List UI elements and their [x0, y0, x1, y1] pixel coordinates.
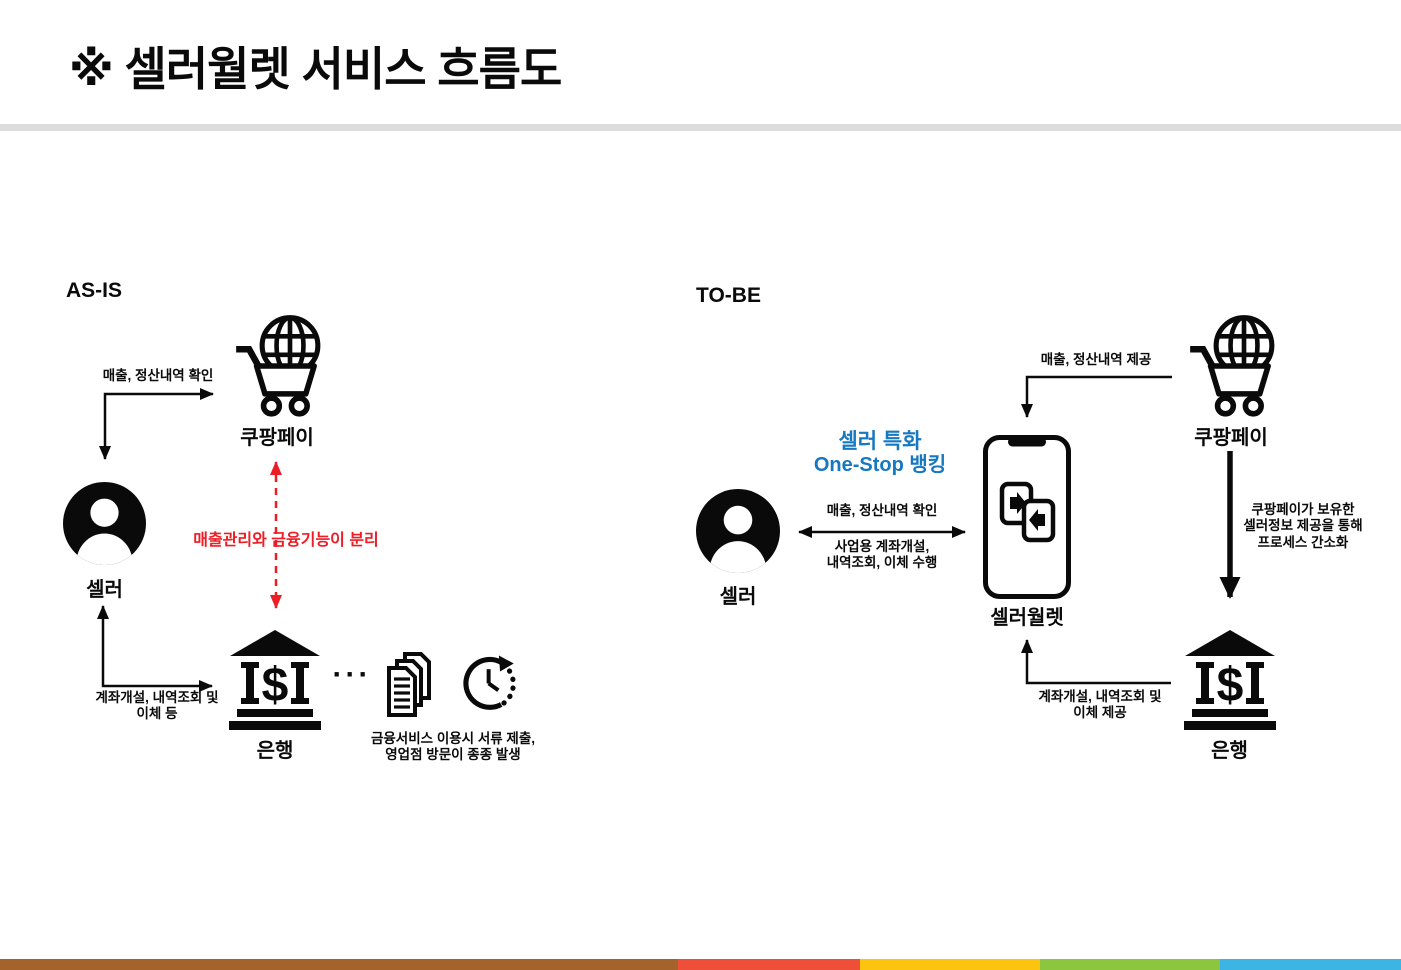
arrow-tobe-bank-wallet: [1021, 639, 1171, 685]
tobe-bank-label: 은행: [1211, 740, 1248, 762]
sellerwallet-phone-icon: [983, 435, 1071, 599]
tobe-coupangpay-label: 쿠팡페이: [1194, 427, 1268, 449]
tobe-process-note: 쿠팡페이가 보유한 셀러정보 제공을 통해 프로세스 간소화: [1243, 502, 1363, 550]
tobe-seller-person-icon: [696, 489, 780, 573]
asis-coupangpay-label: 쿠팡페이: [240, 427, 314, 449]
tobe-sales-provide-label: 매출, 정산내역 제공: [1040, 352, 1152, 367]
tobe-bank-provide-label: 계좌개설, 내역조회 및 이체 제공: [1038, 689, 1162, 721]
asis-bank-icon: $: [229, 630, 321, 730]
asis-bank-dollar-glyph: $: [262, 659, 289, 712]
arrow-asis-seller-coupangpay: [99, 388, 214, 460]
tobe-bank-dollar-glyph: $: [1217, 659, 1244, 712]
clock-icon: [463, 655, 516, 710]
asis-branch-caption: 금융서비스 이용시 서류 제출, 영업점 방문이 종종 발생: [370, 731, 536, 763]
asis-sales-check-label: 매출, 정산내역 확인: [102, 368, 214, 383]
tobe-seller-wallet-top-label: 매출, 정산내역 확인: [826, 503, 938, 518]
stripe-segment-green: [1040, 959, 1220, 970]
sellerwallet-label: 셀러월렛: [990, 607, 1064, 629]
arrow-tobe-coupangpay-wallet: [1021, 375, 1172, 418]
coupangpay-cart-globe-icon: [236, 315, 321, 417]
stripe-segment-blue: [1220, 959, 1401, 970]
documents-icon: [387, 652, 431, 717]
doc-transfer-icon: [999, 481, 1056, 543]
tobe-seller-wallet-bottom-label: 사업용 계좌개설, 내역조회, 이체 수행: [826, 539, 938, 571]
tobe-bank-icon: $: [1184, 630, 1276, 730]
phone-notch: [1008, 437, 1046, 447]
page-title: ※ 셀러월렛 서비스 흐름도: [69, 43, 562, 95]
asis-account-label: 계좌개설, 내역조회 및 이체 등: [95, 690, 219, 722]
asis-ellipsis: ···: [332, 658, 372, 691]
arrow-asis-seller-bank: [97, 605, 213, 692]
title-divider: [0, 124, 1401, 131]
tobe-highlight-note: 셀러 특화 One-Stop 뱅킹: [813, 430, 947, 477]
coupangpay-cart-globe-icon: [1190, 315, 1275, 417]
tobe-seller-label: 셀러: [719, 586, 757, 608]
stripe-segment-red: [678, 959, 860, 970]
asis-separation-note: 매출관리와 금융기능이 분리: [193, 532, 379, 549]
section-label-as-is: AS-IS: [66, 279, 123, 302]
asis-seller-label: 셀러: [86, 579, 123, 601]
section-label-to-be: TO-BE: [696, 284, 761, 307]
asis-seller-person-icon: [63, 482, 146, 565]
stripe-segment-yellow: [860, 959, 1040, 970]
stripe-segment-brown: [0, 959, 678, 970]
asis-bank-label: 은행: [256, 740, 294, 762]
bottom-color-stripe: [0, 959, 1401, 970]
